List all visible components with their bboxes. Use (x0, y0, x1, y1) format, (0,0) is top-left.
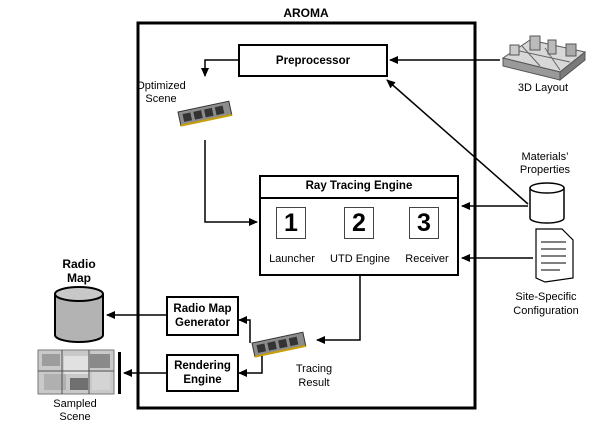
materials-label-line1: Materials’ (521, 151, 569, 163)
arrow-preprocessor-to-scene (201, 59, 238, 77)
arrow-scene-to-ray-tracing (204, 140, 258, 226)
sampled-scene-label-line2: Scene (59, 411, 91, 423)
radio-map-generator-label-line1: Radio Map (173, 303, 232, 315)
optimized-scene-label-line1: Optimized (136, 80, 186, 92)
receiver-label: Receiver (405, 253, 449, 265)
sampled-scene-floorplan-icon (37, 349, 121, 395)
tracing-result-label-line1: Tracing (295, 363, 333, 375)
optimized-scene-label-line2: Scene (145, 93, 177, 105)
arrow-materials-to-preprocessor (386, 79, 529, 205)
rendering-engine-label-line1: Rendering (174, 360, 231, 372)
radio-map-label-line2: Map (67, 271, 91, 285)
preprocessor-box: Preprocessor (238, 44, 388, 77)
utd-engine-label: UTD Engine (330, 253, 390, 265)
configuration-label-line2: Configuration (513, 305, 579, 317)
tracing-result-label-line2: Result (298, 377, 330, 389)
radio-map-database-icon (54, 286, 104, 343)
launcher-label: Launcher (269, 253, 315, 265)
utd-engine-step-number: 2 (344, 207, 374, 239)
arrow-result-to-radio-map-generator (238, 316, 251, 343)
radio-map-generator-box: Radio Map Generator (166, 296, 239, 336)
arrow-result-to-rendering-engine (238, 356, 263, 377)
radio-map-generator-label-line2: Generator (175, 317, 230, 329)
layout-3d-label: 3D Layout (517, 82, 569, 94)
configuration-document-icon (535, 228, 574, 283)
aroma-title: AROMA (283, 6, 329, 20)
configuration-label-line1: Site-Specific (515, 291, 577, 303)
materials-database-icon (529, 182, 565, 224)
optimized-scene-memory-icon (177, 100, 233, 127)
preprocessor-label: Preprocessor (275, 55, 351, 67)
ray-tracing-engine-label: Ray Tracing Engine (305, 180, 413, 192)
rendering-engine-label-line2: Engine (183, 374, 222, 386)
launcher-step-number: 1 (276, 207, 306, 239)
arrow-ray-tracing-to-result (316, 276, 361, 344)
tracing-result-memory-icon (251, 331, 307, 358)
materials-label-line2: Properties (519, 164, 571, 176)
aroma-frame (136, 21, 477, 410)
ray-tracing-engine-box: Ray Tracing Engine 1 2 3 Launcher UTD En… (259, 175, 459, 276)
ray-tracing-title-divider (261, 197, 457, 199)
radio-map-label-line1: Radio (62, 257, 96, 271)
sampled-scene-label-line1: Sampled (53, 398, 97, 410)
rendering-engine-box: Rendering Engine (166, 354, 239, 392)
3d-layout-model-icon (501, 35, 587, 82)
receiver-step-number: 3 (409, 207, 439, 239)
